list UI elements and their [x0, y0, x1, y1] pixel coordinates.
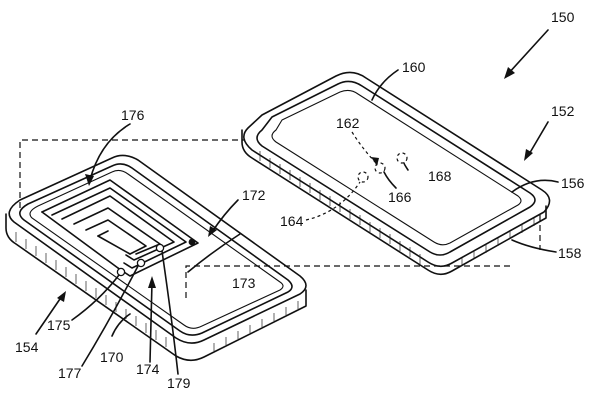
- terminal-175: [116, 267, 126, 277]
- label-154: 154: [15, 339, 39, 355]
- label-170: 170: [100, 349, 124, 365]
- cover-device-152: [241, 71, 551, 276]
- region-164: [357, 171, 369, 183]
- label-172: 172: [242, 187, 266, 203]
- leader-lines: [35, 29, 559, 375]
- label-173: 173: [232, 275, 256, 291]
- label-166: 166: [388, 189, 412, 205]
- label-152: 152: [551, 103, 575, 119]
- label-179: 179: [167, 375, 191, 391]
- cover-side-hatching: [259, 151, 535, 266]
- reference-numerals: 150 152 154 156 158 160 162 164 166 168 …: [15, 9, 585, 391]
- coil-antenna-176: [41, 179, 199, 277]
- label-162: 162: [336, 115, 360, 131]
- label-150: 150: [551, 9, 575, 25]
- label-175: 175: [47, 317, 71, 333]
- terminal-179: [155, 243, 165, 253]
- region-166: [374, 162, 386, 174]
- label-160: 160: [402, 59, 426, 75]
- label-164: 164: [280, 213, 304, 229]
- label-158: 158: [558, 245, 582, 261]
- dot-172: [188, 238, 196, 246]
- base-side-hatching: [15, 232, 299, 351]
- region-168: [396, 152, 408, 164]
- label-176: 176: [121, 107, 145, 123]
- label-174: 174: [136, 361, 160, 377]
- label-177: 177: [58, 365, 82, 381]
- label-168: 168: [428, 168, 452, 184]
- terminal-177: [136, 258, 146, 268]
- label-156: 156: [561, 175, 585, 191]
